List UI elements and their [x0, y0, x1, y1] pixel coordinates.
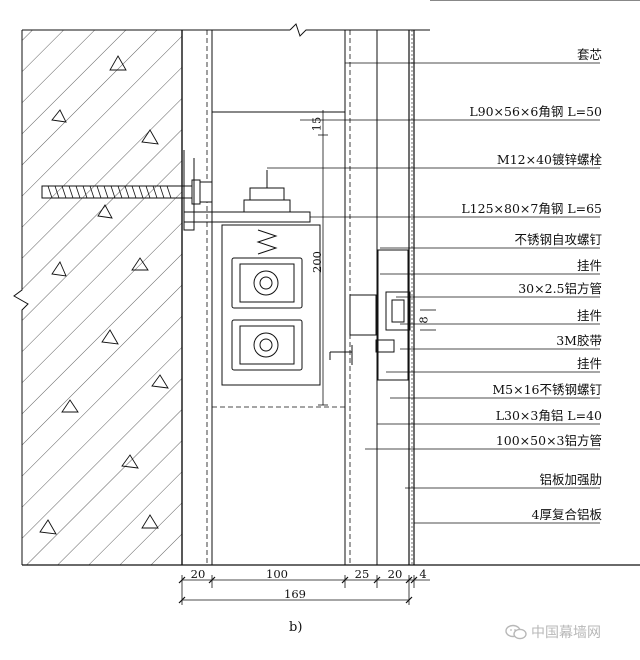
label-sleeve-core: 套芯: [576, 47, 602, 62]
dim-20-right: 20: [387, 567, 403, 581]
dim-20-left: 20: [190, 567, 206, 581]
watermark-text: 中国幕墙网: [531, 625, 601, 641]
dim-25: 25: [354, 567, 370, 581]
dim-total-169: 169: [284, 587, 306, 601]
label-hanger-2: 挂件: [576, 308, 602, 323]
top-break-line: [182, 0, 640, 37]
label-stainless-screw: M5×16不锈钢螺钉: [492, 382, 602, 397]
composite-panel: [408, 30, 415, 565]
label-aluminium-tube-100: 100×50×3铝方管: [495, 433, 602, 448]
steel-column: [206, 30, 351, 565]
angle-l90: [183, 150, 195, 231]
label-angle-l125: L125×80×7角钢 L=65: [461, 201, 602, 216]
dim-4: 4: [419, 567, 427, 581]
label-angle-l90: L90×56×6角钢 L=50: [469, 104, 602, 119]
dim-8: 8: [416, 316, 431, 324]
label-self-tapping-screw: 不锈钢自攻螺钉: [514, 232, 602, 247]
dim-15: 15: [309, 116, 324, 132]
concrete-wall: [13, 29, 640, 566]
wechat-icon: [505, 624, 527, 640]
label-stiffener: 铝板加强肋: [539, 472, 602, 487]
label-angle-l30: L30×3角铝 L=40: [495, 408, 602, 423]
dim-200: 200: [309, 251, 324, 273]
watermark: 中国幕墙网: [505, 622, 601, 642]
label-aluminium-tube-30: 30×2.5铝方管: [518, 281, 602, 296]
leader-lines: [267, 62, 600, 524]
hanger-assembly: [329, 249, 411, 381]
label-composite-panel: 4厚复合铝板: [531, 507, 602, 522]
label-3m-tape: 3M胶带: [556, 333, 602, 348]
label-hanger-3: 挂件: [576, 356, 602, 371]
vertical-dimensions: [318, 110, 436, 406]
label-hanger-1: 挂件: [576, 258, 602, 273]
dim-100: 100: [266, 567, 288, 581]
figure-label: b): [289, 620, 303, 635]
bottom-dimensions: [178, 575, 430, 605]
slotted-plates: [231, 229, 303, 371]
label-galvanized-bolt: M12×40镀锌螺栓: [496, 152, 602, 167]
anchor-bolt: [41, 179, 213, 205]
